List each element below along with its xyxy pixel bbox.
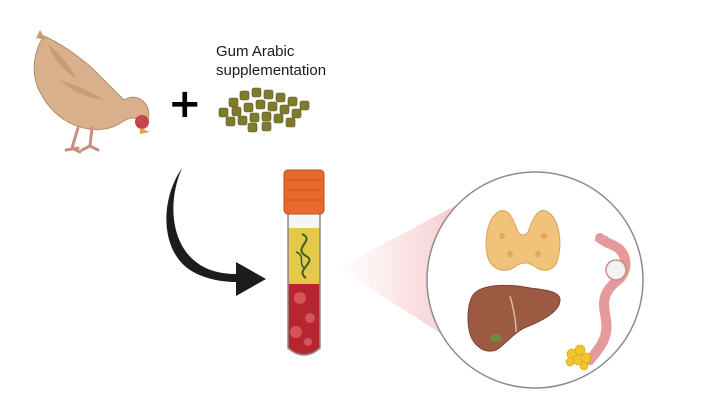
reproductive-tract-icon bbox=[565, 233, 631, 371]
supplement-label-line1: Gum Arabic bbox=[216, 43, 295, 60]
supplement-label-line2: supplementation bbox=[216, 62, 327, 79]
plus-sign: + bbox=[168, 81, 202, 127]
hen-icon bbox=[33, 30, 150, 154]
liver-icon bbox=[467, 284, 561, 352]
curved-arrow-icon bbox=[166, 168, 266, 296]
thyroid-icon bbox=[485, 210, 561, 271]
blood-tube-icon bbox=[283, 169, 325, 356]
gum-arabic-pellets-icon bbox=[218, 87, 310, 133]
supplement-label: Gum Arabic supplementation bbox=[216, 42, 366, 80]
